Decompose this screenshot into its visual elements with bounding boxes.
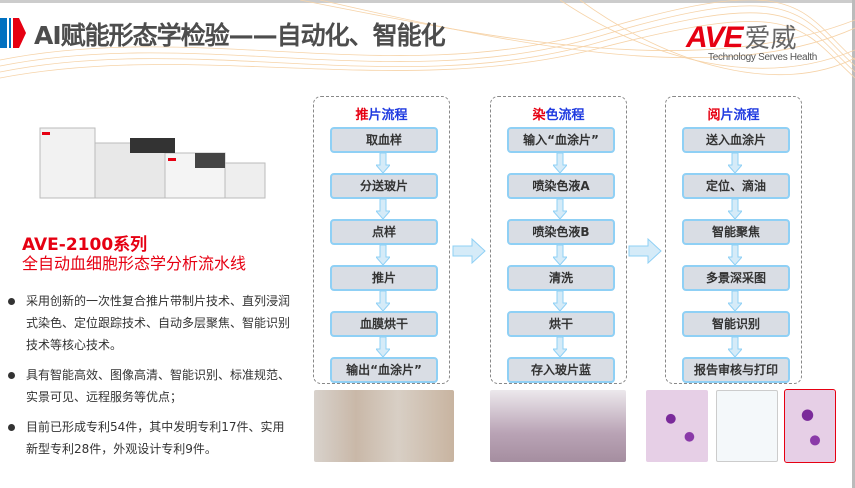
process-step: 定位、滴油: [682, 173, 790, 199]
smear-flow-title: 推片流程: [314, 104, 449, 123]
analyzer-machine-image: [39, 127, 266, 199]
process-step: 血膜烘干: [330, 311, 438, 337]
process-step: 喷染色液B: [507, 219, 615, 245]
down-arrow-icon: [553, 291, 567, 311]
neural-network-diagram: [716, 390, 778, 462]
product-model: AVE-2100系列: [22, 235, 148, 255]
title-highlight: 阅: [707, 108, 721, 123]
process-step: 分送玻片: [330, 173, 438, 199]
stained-slides-photo: [490, 390, 626, 462]
right-arrow-icon: [452, 238, 486, 264]
process-step: 取血样: [330, 127, 438, 153]
down-arrow-icon: [553, 337, 567, 357]
stain-flow-title: 染色流程: [491, 104, 626, 123]
process-step: 输出“血涂片”: [330, 357, 438, 383]
decorative-waves: [0, 0, 855, 79]
logo-cn: 爱威: [744, 24, 797, 54]
down-arrow-icon: [376, 291, 390, 311]
down-arrow-icon: [376, 199, 390, 219]
process-step: 点样: [330, 219, 438, 245]
down-arrow-icon: [376, 153, 390, 173]
stain-flow-panel: 染色流程输入“血涂片” 喷染色液A 喷染色液B 清洗烘干存入玻片蓝: [490, 96, 627, 384]
down-arrow-icon: [553, 199, 567, 219]
down-arrow-icon: [553, 245, 567, 265]
title-rest: 片流程: [720, 108, 760, 123]
title-highlight: 推: [355, 108, 369, 123]
process-step: 报告审核与打印: [682, 357, 790, 383]
process-step: 存入玻片蓝: [507, 357, 615, 383]
process-step: 清洗: [507, 265, 615, 291]
down-arrow-icon: [376, 245, 390, 265]
title-rest: 色流程: [545, 108, 585, 123]
process-step: 智能聚焦: [682, 219, 790, 245]
detected-cells-image: [784, 389, 836, 463]
down-arrow-icon: [728, 153, 742, 173]
feature-item: 采用创新的一次性复合推片带制片技术、直列浸润式染色、定位跟踪技术、自动多层聚焦、…: [6, 290, 296, 356]
process-step: 送入血涂片: [682, 127, 790, 153]
process-step: 喷染色液A: [507, 173, 615, 199]
process-step: 推片: [330, 265, 438, 291]
feature-item: 具有智能高效、图像高清、智能识别、标准规范、实景可见、远程服务等优点；: [6, 364, 296, 408]
title-marker-icon: [0, 18, 26, 48]
down-arrow-icon: [728, 291, 742, 311]
process-step: 输入“血涂片”: [507, 127, 615, 153]
process-step: 烘干: [507, 311, 615, 337]
down-arrow-icon: [376, 337, 390, 357]
feature-list: 采用创新的一次性复合推片带制片技术、直列浸润式染色、定位跟踪技术、自动多层聚焦、…: [6, 290, 296, 468]
page-title: AI赋能形态学检验——自动化、智能化: [34, 21, 446, 50]
down-arrow-icon: [728, 337, 742, 357]
product-subtitle: 全自动血细胞形态学分析流水线: [22, 254, 247, 273]
right-border: [852, 0, 855, 488]
title-rest: 片流程: [368, 108, 408, 123]
feature-item: 目前已形成专利54件，其中发明专利17件、实用新型专利28件，外观设计专利9件。: [6, 416, 296, 460]
right-arrow-icon: [628, 238, 662, 264]
review-flow-title: 阅片流程: [666, 104, 801, 123]
smear-flow-panel: 推片流程取血样分送玻片点样推片血膜烘干输出“血涂片”: [313, 96, 450, 384]
smear-slides-photo: [314, 390, 454, 462]
title-highlight: 染: [532, 108, 546, 123]
process-step: 多景深采图: [682, 265, 790, 291]
logo-text: AVE: [686, 21, 743, 54]
brand-logo: AVE爱威 Technology Serves Health: [686, 18, 817, 63]
review-flow-panel: 阅片流程送入血涂片定位、滴油智能聚焦多景深采图智能识别报告审核与打印: [665, 96, 802, 384]
down-arrow-icon: [553, 153, 567, 173]
down-arrow-icon: [728, 199, 742, 219]
blood-cell-image: [646, 390, 708, 462]
tagline: Technology Serves Health: [708, 52, 817, 63]
down-arrow-icon: [728, 245, 742, 265]
top-border: [0, 0, 855, 3]
process-step: 智能识别: [682, 311, 790, 337]
